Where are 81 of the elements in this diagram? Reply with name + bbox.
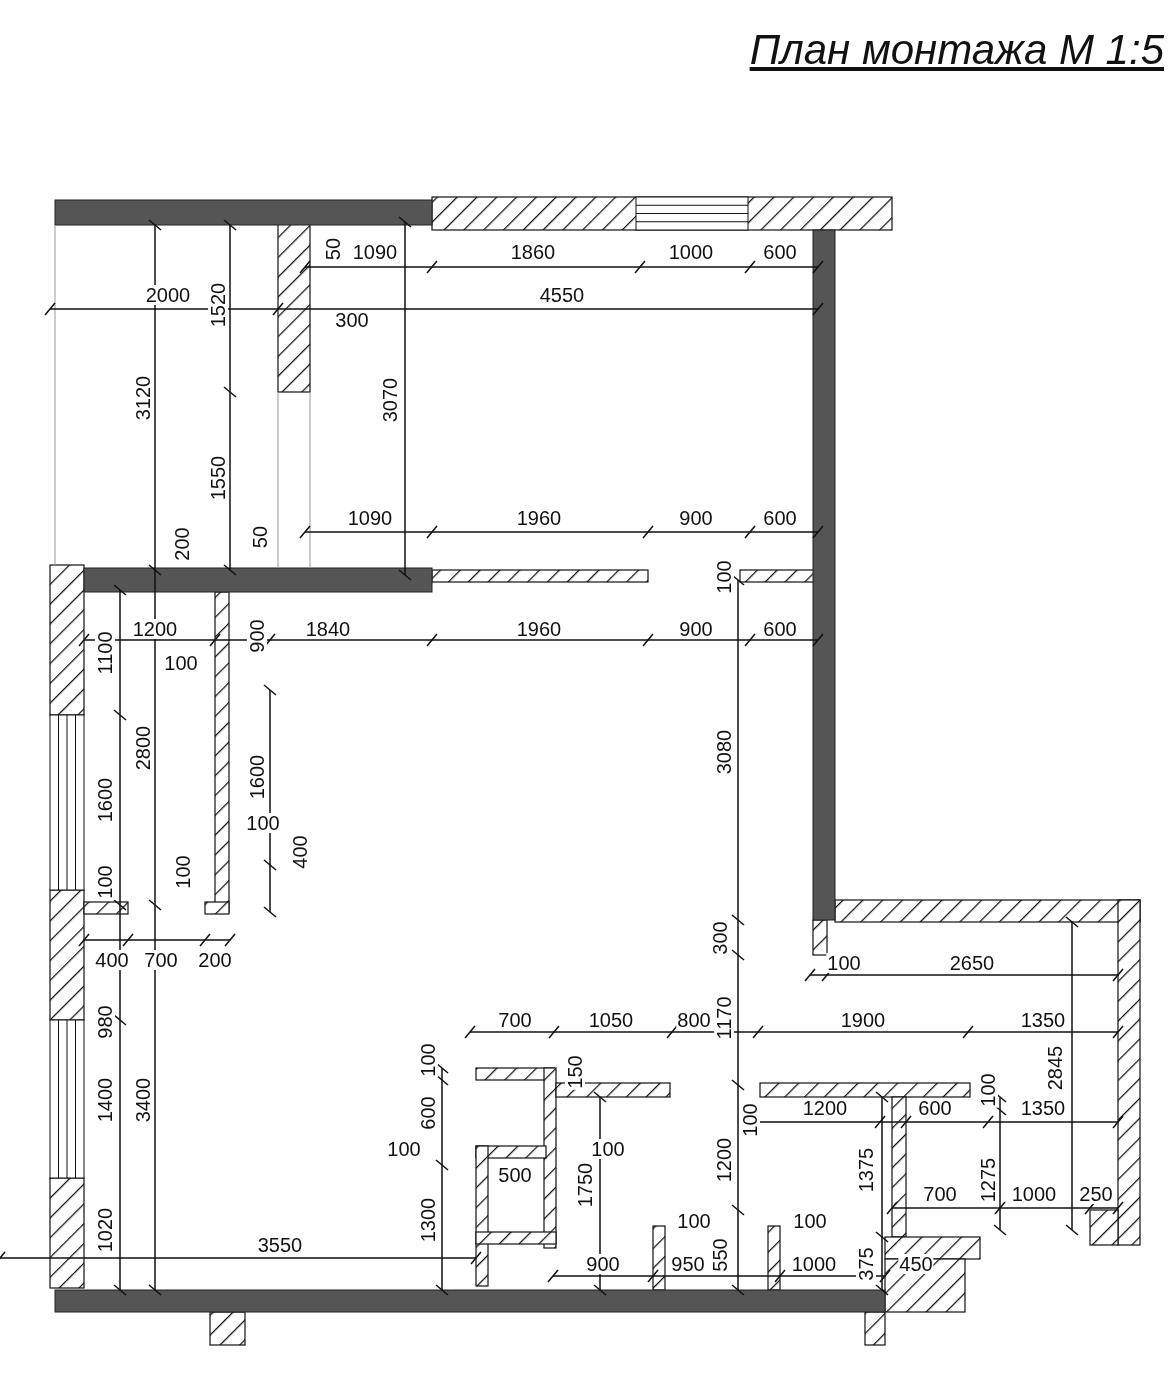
dimension-label: 2800 bbox=[133, 724, 153, 772]
dimension-label: 2000 bbox=[144, 285, 192, 305]
dimension-label: 1090 bbox=[346, 508, 394, 528]
dimension-label: 900 bbox=[247, 618, 267, 654]
dimension-label: 900 bbox=[585, 1254, 621, 1274]
dimension-label: 1600 bbox=[95, 776, 115, 824]
dimension-label: 950 bbox=[670, 1254, 706, 1274]
dimension-label: 1200 bbox=[131, 619, 179, 639]
dimension-label: 1350 bbox=[1019, 1010, 1067, 1030]
dimension-label: 100 bbox=[418, 1042, 438, 1078]
dimension-label: 1750 bbox=[575, 1161, 595, 1209]
dimension-label: 600 bbox=[762, 619, 798, 639]
dimension-label: 500 bbox=[497, 1165, 533, 1185]
dimension-label: 1000 bbox=[667, 242, 715, 262]
dimension-label: 200 bbox=[172, 526, 192, 562]
dimension-label: 1200 bbox=[801, 1098, 849, 1118]
dimension-label: 1860 bbox=[509, 242, 557, 262]
dimension-label: 1520 bbox=[208, 281, 228, 329]
dimension-label: 450 bbox=[898, 1254, 934, 1274]
dimension-label: 400 bbox=[94, 950, 130, 970]
dimension-label: 1375 bbox=[856, 1146, 876, 1194]
dimension-label: 1000 bbox=[1010, 1184, 1058, 1204]
dimension-label: 300 bbox=[334, 310, 370, 330]
dimension-label: 1000 bbox=[790, 1254, 838, 1274]
dimension-label: 980 bbox=[95, 1004, 115, 1040]
dimension-label: 700 bbox=[922, 1184, 958, 1204]
dimension-label: 1840 bbox=[304, 619, 352, 639]
dimension-label: 1550 bbox=[208, 454, 228, 502]
dimension-label: 100 bbox=[676, 1211, 712, 1231]
dimension-label: 600 bbox=[418, 1095, 438, 1131]
dimension-label: 1200 bbox=[714, 1136, 734, 1184]
dimension-label: 900 bbox=[678, 508, 714, 528]
dimension-label: 1090 bbox=[351, 242, 399, 262]
dimension-label: 50 bbox=[250, 524, 270, 550]
dimension-label: 1900 bbox=[839, 1010, 887, 1030]
dimension-label: 800 bbox=[676, 1010, 712, 1030]
dimension-label: 100 bbox=[386, 1139, 422, 1159]
dimension-label: 1170 bbox=[714, 995, 734, 1041]
dimension-label: 1275 bbox=[978, 1156, 998, 1204]
dimension-label: 1600 bbox=[247, 753, 267, 801]
dimension-label: 2845 bbox=[1045, 1044, 1065, 1092]
dimension-label: 100 bbox=[95, 864, 115, 900]
dimension-label: 700 bbox=[143, 950, 179, 970]
dimension-label: 100 bbox=[173, 854, 193, 890]
dimension-label: 3400 bbox=[133, 1076, 153, 1124]
dimension-label: 300 bbox=[710, 920, 730, 956]
dimension-label: 100 bbox=[163, 653, 199, 673]
dimension-label: 150 bbox=[565, 1054, 585, 1090]
dimension-label: 1960 bbox=[515, 508, 563, 528]
dimension-label: 100 bbox=[792, 1211, 828, 1231]
dimension-label: 2650 bbox=[948, 953, 996, 973]
dimension-label: 250 bbox=[1078, 1184, 1114, 1204]
dimension-label: 550 bbox=[710, 1237, 730, 1273]
dimension-label: 1400 bbox=[95, 1076, 115, 1124]
dimension-label: 1350 bbox=[1019, 1098, 1067, 1118]
dimension-label: 50 bbox=[323, 236, 343, 262]
dimension-label: 100 bbox=[740, 1102, 760, 1138]
dimension-label: 1050 bbox=[587, 1010, 635, 1030]
dimension-label: 400 bbox=[290, 834, 310, 870]
dimension-label: 3550 bbox=[256, 1235, 304, 1255]
dimension-label: 1100 bbox=[95, 630, 115, 676]
dimension-label: 3120 bbox=[133, 374, 153, 422]
dimension-label: 100 bbox=[978, 1072, 998, 1108]
dimension-label: 600 bbox=[762, 508, 798, 528]
dimension-label: 600 bbox=[917, 1098, 953, 1118]
dimension-label: 4550 bbox=[538, 285, 586, 305]
dimension-label: 1020 bbox=[95, 1206, 115, 1254]
dimension-label: 100 bbox=[245, 813, 281, 833]
dimension-label: 900 bbox=[678, 619, 714, 639]
dimension-label: 375 bbox=[856, 1246, 876, 1282]
dimension-label: 600 bbox=[762, 242, 798, 262]
dimension-label: 100 bbox=[826, 953, 862, 973]
dimension-label: 700 bbox=[497, 1010, 533, 1030]
dimension-label: 100 bbox=[590, 1139, 626, 1159]
dimension-label: 1960 bbox=[515, 619, 563, 639]
dimension-label: 100 bbox=[714, 559, 734, 595]
dimension-label: 3080 bbox=[714, 728, 734, 776]
dimension-label: 3070 bbox=[380, 376, 400, 424]
plan-title: План монтажа М 1:5 bbox=[749, 26, 1164, 74]
dimension-label: 200 bbox=[197, 950, 233, 970]
dimension-label: 1300 bbox=[418, 1196, 438, 1244]
